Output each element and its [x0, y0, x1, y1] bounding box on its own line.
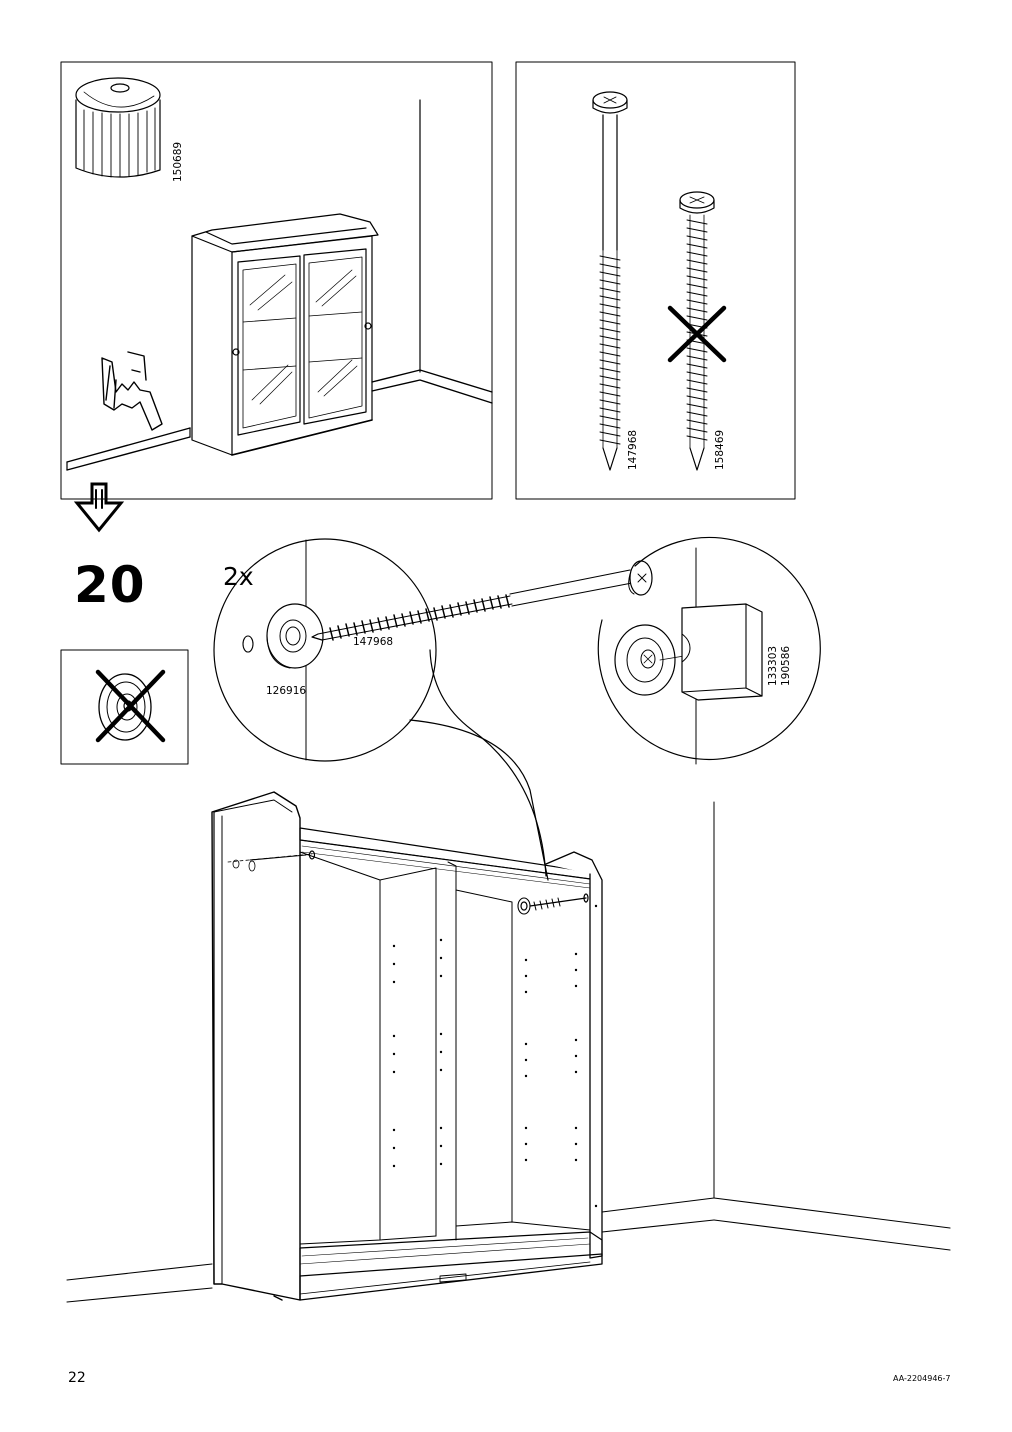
- part-number-long-screw: 147968: [627, 429, 639, 470]
- part-number-bumper: 150689: [172, 141, 184, 182]
- quantity-label: 2x: [223, 562, 254, 591]
- page-number: 22: [68, 1370, 86, 1386]
- part-number-short-screw: 158469: [714, 429, 726, 470]
- long-screw-callout: [311, 560, 653, 641]
- bumper-icon: [75, 77, 161, 178]
- cabinet-frame: [211, 791, 603, 1301]
- part-number-wall-plug-1: 133303: [767, 645, 779, 686]
- cross-icon: [667, 305, 727, 363]
- cabinet-small-icon: [191, 213, 379, 456]
- part-number-screw-callout: 147968: [353, 636, 394, 648]
- info-panel-screw-choice: [515, 61, 796, 500]
- callout-arc: [429, 649, 547, 877]
- warning-box: [60, 649, 189, 765]
- short-screw-icon: [679, 191, 715, 471]
- document-code: AA-2204946-7: [893, 1374, 951, 1383]
- detail-circle-wall: [597, 536, 821, 765]
- hand-icon: [101, 351, 163, 431]
- next-step-arrow-icon: [73, 482, 125, 533]
- part-number-wall-plug-2: 190586: [780, 645, 792, 686]
- long-screw-icon: [592, 91, 628, 471]
- part-number-washer: 126916: [266, 685, 307, 697]
- room-walls: [66, 801, 951, 1303]
- shelf-holes: [392, 904, 598, 1208]
- step-number: 20: [74, 556, 146, 614]
- detail-circle-screw: [213, 538, 437, 762]
- info-panel-wall-check: [60, 61, 493, 500]
